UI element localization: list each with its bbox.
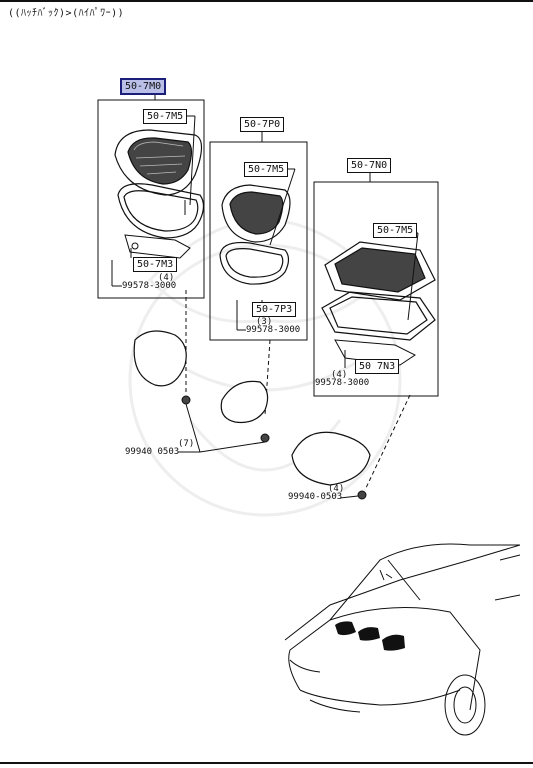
- group-b-seal: [219, 241, 290, 285]
- part-qty-nut-1: (7): [178, 439, 195, 449]
- group-b-grille: [221, 184, 291, 243]
- part-label-b-seal[interactable]: 50-7P3: [252, 302, 297, 317]
- part-qty-c: (4): [331, 370, 348, 380]
- part-qty-b: (3): [256, 317, 273, 327]
- header-rule: [0, 0, 533, 2]
- group-label-50-7m0[interactable]: 50-7M0: [120, 78, 167, 95]
- nut-leaders: [178, 403, 359, 499]
- cover-plates: [133, 330, 371, 486]
- part-label-a-grille[interactable]: 50-7M5: [143, 109, 188, 124]
- nuts: [181, 395, 367, 500]
- part-code-b-screw[interactable]: 99578-3000: [246, 325, 301, 335]
- page-title: ((ﾊｯﾁﾊﾞｯｸ)>(ﾊｲﾊﾟﾜｰ)): [8, 8, 125, 19]
- group-a-box: [97, 94, 205, 299]
- part-qty-a: (4): [158, 273, 175, 283]
- part-label-c-grille[interactable]: 50-7M5: [373, 223, 418, 238]
- group-label-50-7n0[interactable]: 50-7N0: [347, 158, 392, 173]
- part-qty-nut-2: (4): [328, 484, 345, 494]
- part-code-nut-2[interactable]: 99940-0503: [288, 492, 343, 502]
- group-a-grille: [114, 129, 203, 196]
- part-code-c-screw[interactable]: 99578-3000: [315, 378, 370, 388]
- group-label-50-7p0[interactable]: 50-7P0: [240, 117, 285, 132]
- part-label-c-bracket[interactable]: 50 7N3: [355, 359, 400, 374]
- group-a-seal: [117, 183, 205, 239]
- part-code-a-screw[interactable]: 99578-3000: [122, 281, 177, 291]
- group-c-grille: [324, 241, 436, 301]
- part-code-nut-1[interactable]: 99940 0503: [125, 447, 180, 457]
- group-a-bracket: [124, 234, 191, 259]
- group-b-box: [209, 130, 308, 341]
- footer-rule: [0, 762, 533, 764]
- group-c-bracket: [334, 339, 416, 366]
- part-label-a-bracket[interactable]: 50-7M3: [133, 257, 178, 272]
- group-c-seal: [321, 291, 436, 341]
- part-label-b-grille[interactable]: 50-7M5: [244, 162, 289, 177]
- car-illustration: [284, 543, 521, 736]
- car-hood-vents: [335, 621, 405, 651]
